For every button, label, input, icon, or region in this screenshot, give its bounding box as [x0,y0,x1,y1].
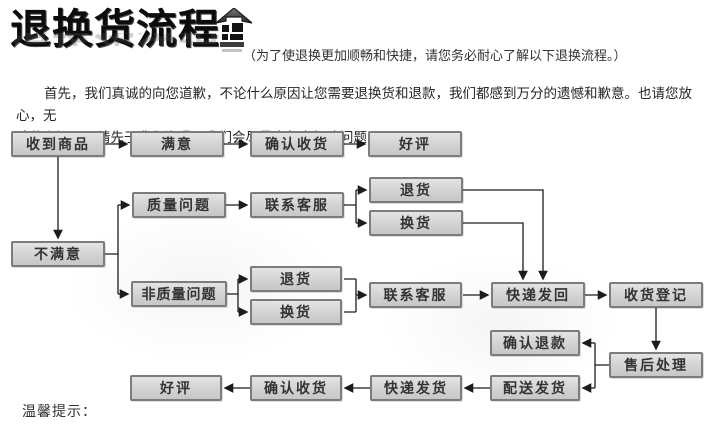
flow-node-quality-issue: 质量问题 [132,192,226,218]
flow-node-receipt-register: 收货登记 [609,282,703,308]
flow-node-return-nonquality: 退货 [250,266,342,292]
flow-node-contact-service-nonquality: 联系客服 [369,282,462,308]
flow-node-confirm-refund: 确认退款 [490,330,580,356]
flow-node-return-quality: 退货 [369,177,463,203]
flow-node-aftersale-handle: 售后处理 [609,352,703,378]
flow-node-courier-ship: 快递发货 [370,375,462,401]
logo-title: 退换货流程 [10,6,220,52]
intro-line-1: 首先，我们真诚的向您道歉，不论什么原因让您需要退换货和退款，我们都感到万分的遗憾… [16,86,692,123]
house-up-arrow-icon [214,7,254,59]
flow-node-praise-bottom: 好评 [130,375,222,401]
intro-paragraph: 首先，我们真诚的向您道歉，不论什么原因让您需要退换货和退款，我们都感到万分的遗憾… [16,83,706,149]
header-tagline: （为了使退换更加顺畅和快捷，请您务必耐心了解以下退换流程。） [243,48,627,63]
flow-node-confirm-receipt-top: 确认收货 [250,131,344,157]
flow-node-exchange-nonquality: 换货 [250,299,342,325]
flow-node-received: 收到商品 [11,131,105,157]
flow-node-praise-top: 好评 [368,131,462,157]
flow-node-unsatisfied: 不满意 [11,241,105,267]
intro-line-2: 论什么问题，请先于我们沟通，我们会尽最大努力解决问题：) [16,127,706,149]
flow-node-contact-service-quality: 联系客服 [250,192,344,218]
warm-tip-label: 温馨提示： [22,403,97,419]
flow-node-satisfied: 满意 [130,131,224,157]
flow-node-exchange-quality: 换货 [369,210,463,236]
logo-reflection: 退换货流程 [10,33,220,48]
flow-node-confirm-receipt-bottom: 确认收货 [250,375,342,401]
flow-node-courier-sendback: 快递发回 [491,282,585,308]
logo: 退换货流程 退换货流程 [10,6,220,63]
flow-node-non-quality-issue: 非质量问题 [131,281,227,307]
flow-node-dispatch-ship: 配送发货 [490,375,580,401]
